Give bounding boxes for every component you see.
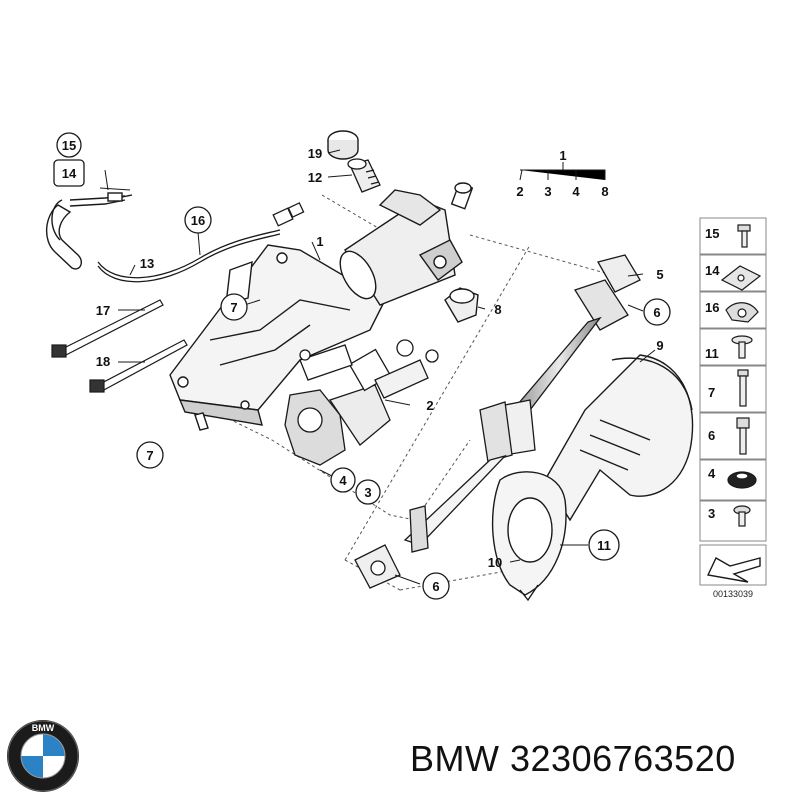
flange-bolt-icon xyxy=(736,417,750,455)
svg-text:17: 17 xyxy=(96,303,110,318)
callout-6-lower: 6 xyxy=(422,572,450,600)
svg-text:7: 7 xyxy=(708,385,715,400)
bmw-logo: BMW xyxy=(7,720,79,792)
bolt-icon xyxy=(737,224,751,248)
grommet-icon xyxy=(727,471,757,489)
cable-tie-18-illustration xyxy=(89,339,188,393)
callout-3-motor: 3 xyxy=(355,479,381,505)
svg-text:15: 15 xyxy=(62,138,76,153)
svg-text:16: 16 xyxy=(191,213,205,228)
svg-text:9: 9 xyxy=(656,338,663,353)
svg-text:7: 7 xyxy=(230,300,237,315)
callout-5: 5 xyxy=(656,267,663,282)
svg-text:13: 13 xyxy=(140,256,154,271)
bearing-8-illustration xyxy=(444,287,479,323)
brand-name: BMW xyxy=(410,738,500,779)
callout-18: 18 xyxy=(96,354,110,369)
svg-text:14: 14 xyxy=(705,263,720,278)
svg-text:3: 3 xyxy=(544,184,551,199)
callout-2-motor: 2 xyxy=(426,398,433,413)
svg-text:15: 15 xyxy=(705,226,719,241)
svg-text:4: 4 xyxy=(339,473,347,488)
screw-icon xyxy=(733,505,751,527)
cable-tie-17-illustration xyxy=(51,299,164,358)
washer-screw-icon xyxy=(731,335,753,359)
callout-4-motor: 4 xyxy=(330,467,356,493)
svg-text:11: 11 xyxy=(705,346,719,361)
callout-7-lower: 7 xyxy=(136,441,164,469)
callout-8-bearing: 8 xyxy=(494,302,501,317)
mounting-bracket-illustration xyxy=(169,244,386,431)
svg-text:19: 19 xyxy=(308,146,322,161)
hex-bolt-icon xyxy=(737,369,749,407)
svg-text:8: 8 xyxy=(494,302,501,317)
callout-12: 12 xyxy=(308,170,322,185)
svg-text:2: 2 xyxy=(426,398,433,413)
part-caption: BMW 32306763520 xyxy=(410,738,736,780)
seal-plate-illustration xyxy=(491,471,567,602)
diagram-number: 00133039 xyxy=(713,589,753,599)
lock-cylinder-illustration xyxy=(347,158,381,193)
intermediate-shaft-illustration xyxy=(354,254,641,589)
svg-text:6: 6 xyxy=(708,428,715,443)
callout-9: 9 xyxy=(656,338,663,353)
svg-text:3: 3 xyxy=(364,485,371,500)
callout-1-bracket: 1 xyxy=(316,234,323,249)
svg-text:11: 11 xyxy=(597,538,611,553)
svg-text:14: 14 xyxy=(62,166,77,181)
svg-text:7: 7 xyxy=(146,448,153,463)
svg-text:2: 2 xyxy=(516,184,523,199)
svg-text:8: 8 xyxy=(601,184,608,199)
svg-text:16: 16 xyxy=(705,300,719,315)
callout-16: 16 xyxy=(184,206,212,234)
legend-labels: 15 14 16 11 7 6 4 3 xyxy=(705,226,720,521)
callout-7-upper: 7 xyxy=(220,293,248,321)
adjustment-motor-illustration xyxy=(284,339,439,466)
svg-text:4: 4 xyxy=(572,184,580,199)
bmw-logo-lettering: BMW xyxy=(32,723,55,733)
spring-clip-icon xyxy=(725,302,759,323)
svg-text:6: 6 xyxy=(432,579,439,594)
clip-nut-icon xyxy=(720,265,762,291)
svg-text:5: 5 xyxy=(656,267,663,282)
cable-13-illustration xyxy=(97,202,305,283)
wiring-harness-illustration xyxy=(46,192,133,270)
callout-11: 11 xyxy=(588,529,620,561)
svg-text:3: 3 xyxy=(708,506,715,521)
svg-text:1: 1 xyxy=(316,234,323,249)
callout-19: 19 xyxy=(308,146,322,161)
svg-text:18: 18 xyxy=(96,354,110,369)
callout-1-group: 1 2 3 4 8 xyxy=(516,148,608,199)
ring-19-illustration xyxy=(327,130,359,160)
column-tube-illustration xyxy=(339,182,474,306)
callout-14: 14 xyxy=(53,159,85,187)
callout-10: 10 xyxy=(488,555,502,570)
svg-text:1: 1 xyxy=(559,148,566,163)
boot-9-illustration xyxy=(544,354,694,522)
svg-text:12: 12 xyxy=(308,170,322,185)
legend-hardware-icons xyxy=(706,224,762,583)
callout-17: 17 xyxy=(96,303,110,318)
svg-text:6: 6 xyxy=(653,305,660,320)
callout-13: 13 xyxy=(140,256,154,271)
direction-arrow-icon xyxy=(706,557,761,583)
part-number: 32306763520 xyxy=(510,738,736,779)
callout-6-upper: 6 xyxy=(643,298,671,326)
callout-15: 15 xyxy=(56,132,82,158)
svg-text:4: 4 xyxy=(708,466,716,481)
svg-text:10: 10 xyxy=(488,555,502,570)
